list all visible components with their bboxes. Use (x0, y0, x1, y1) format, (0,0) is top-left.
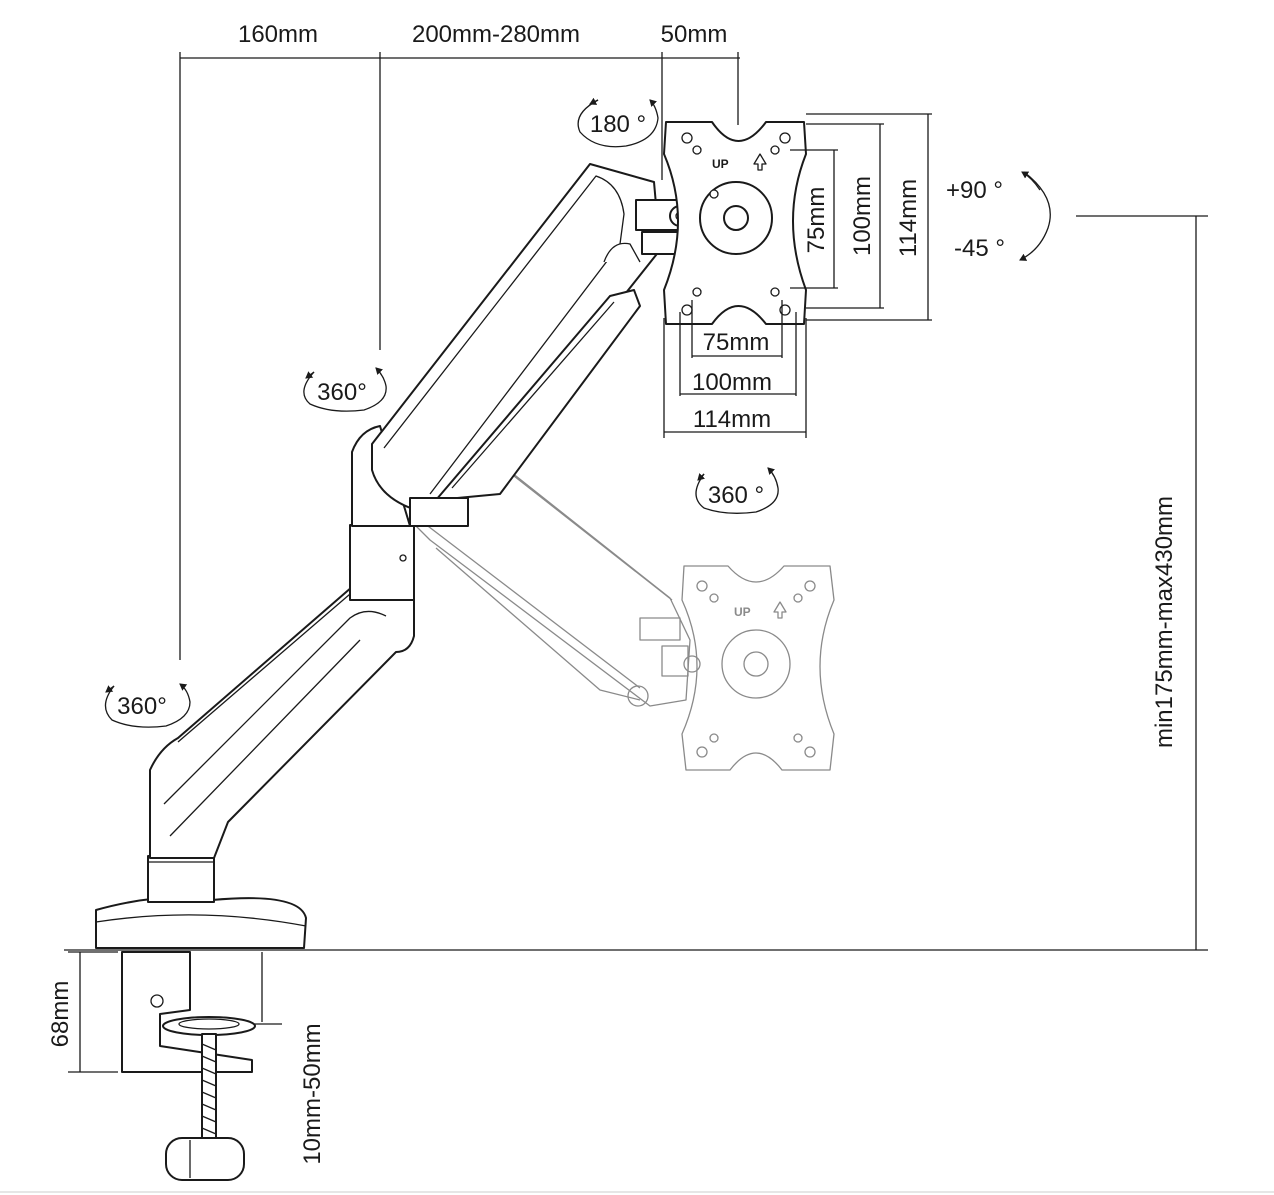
elbow-swivel-label: 360° (317, 379, 367, 406)
vesa-width-75-label: 75mm (703, 329, 770, 356)
base-swivel-indicator (104, 683, 191, 728)
vesa-height-100-label: 100mm (849, 176, 876, 256)
top-dimension-lines (179, 52, 740, 660)
tilt-down-label: -45 ° (954, 235, 1005, 262)
ghost-up-mark: UP (734, 605, 751, 619)
vesa-plate (663, 121, 807, 325)
vesa-vertical-dimension-lines (790, 113, 932, 321)
tilt-indicator (1019, 171, 1051, 261)
vesa-height-75-label: 75mm (803, 187, 830, 254)
base-column (95, 855, 307, 949)
base-swivel-label: 360° (117, 693, 167, 720)
height-range-label: min175mm-max430mm (1151, 496, 1178, 748)
clamp-height-label: 68mm (47, 981, 74, 1048)
arm-offset-2-label: 200mm-280mm (412, 21, 580, 48)
height-dimension-lines (1076, 215, 1208, 950)
head-rotate-indicator (577, 97, 659, 148)
elbow-swivel-indicator (303, 367, 387, 412)
clamp-dimension-lines (68, 951, 282, 1073)
arm-offset-1-label: 160mm (238, 21, 318, 48)
plate-rotate-indicator (695, 467, 779, 514)
desk-clamp (121, 951, 263, 1181)
head-offset-label: 50mm (661, 21, 728, 48)
desk-thickness-label: 10mm-50mm (299, 1023, 326, 1164)
ghost-vesa-plate (681, 565, 835, 771)
vesa-width-100-label: 100mm (692, 369, 772, 396)
vesa-horizontal-dimension-lines (663, 300, 807, 438)
upper-arm (371, 163, 661, 527)
lower-arm (149, 425, 415, 859)
vesa-height-114-label: 114mm (895, 179, 922, 257)
vesa-width-114-label: 114mm (693, 406, 771, 433)
plate-rotate-label: 360 ° (708, 482, 764, 509)
tilt-up-label: +90 ° (946, 177, 1003, 204)
up-mark: UP (712, 157, 729, 171)
head-rotate-label: 180 ° (590, 111, 646, 138)
